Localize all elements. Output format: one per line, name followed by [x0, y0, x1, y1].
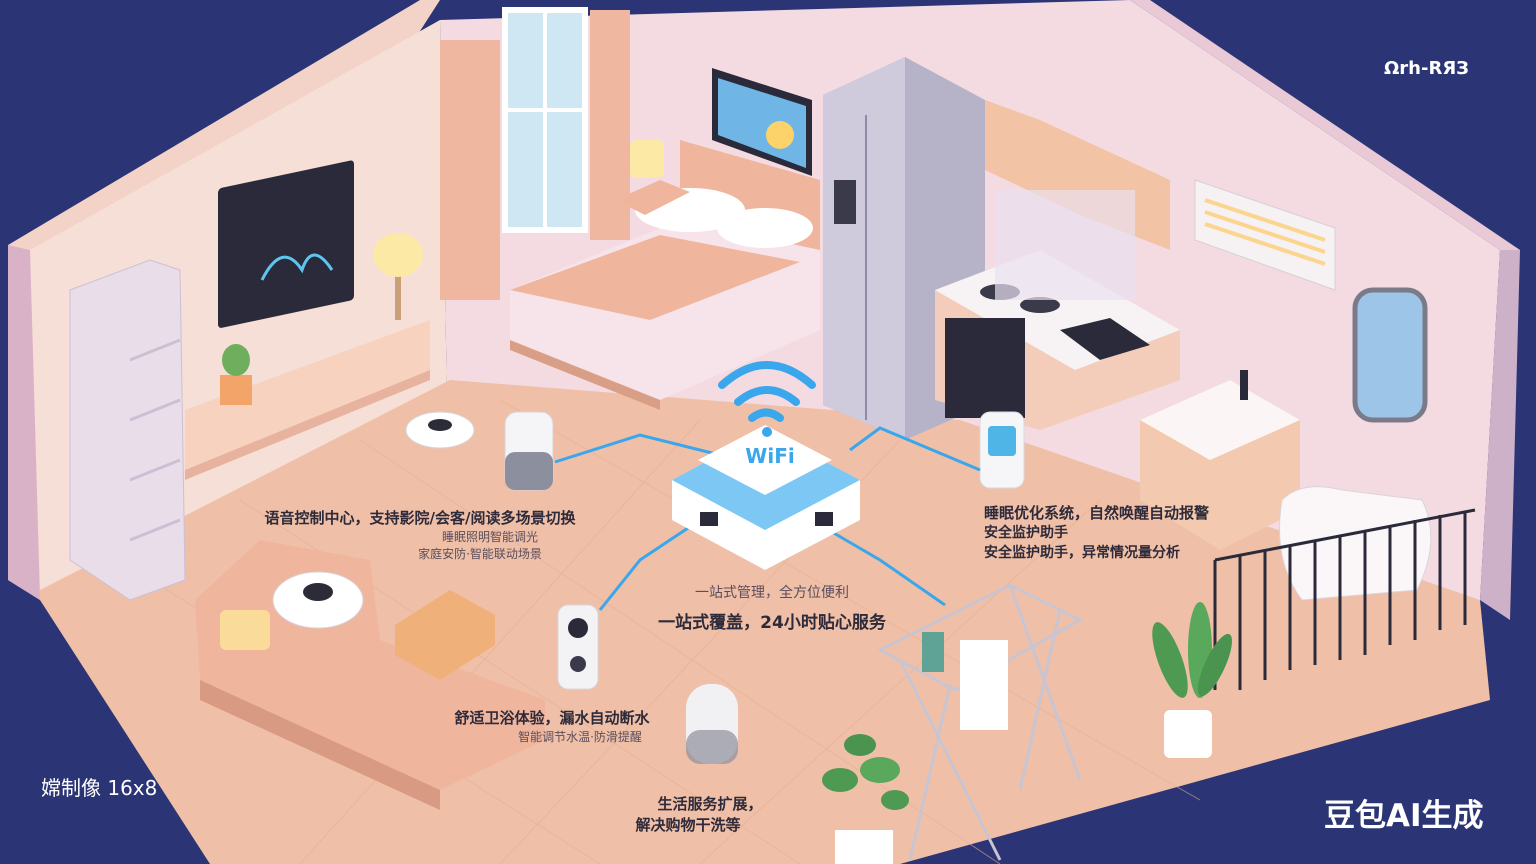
- living-room-feature: 语音控制中心，支持影院/会客/阅读多场景切换: [264, 509, 576, 527]
- plant-balcony: [1152, 602, 1232, 758]
- kitchen-tiles: [995, 190, 1135, 300]
- bathroom-sub: 智能调节水温·防滑提醒: [518, 730, 642, 744]
- wifi-icon: [718, 361, 816, 422]
- curtain-right: [590, 10, 630, 240]
- bedroom-feature: 睡眠优化系统，自然唤醒自动报警: [984, 504, 1210, 522]
- wifi-label: WiFi: [745, 444, 794, 468]
- cloth-green: [922, 632, 944, 672]
- tv: [218, 160, 354, 328]
- right-wall-edge: [1480, 250, 1520, 620]
- brand-watermark: 豆包AI生成: [1324, 798, 1484, 834]
- coffee-table: [395, 590, 495, 680]
- nightstand-lamp: [630, 140, 664, 178]
- bookshelf: [69, 259, 186, 601]
- lamp-shade: [373, 233, 423, 277]
- left-wall-edge: [8, 245, 40, 600]
- mirror: [1352, 287, 1428, 423]
- balcony-railing: [1213, 508, 1476, 690]
- drying-rack: [876, 583, 1084, 861]
- curtain-left: [440, 40, 500, 300]
- service-sub: 解决购物干洗等: [635, 816, 741, 834]
- plant-floor: [822, 734, 909, 864]
- connection-lines: [554, 426, 981, 611]
- tv-cabinet: [185, 320, 430, 470]
- towel: [960, 640, 1008, 730]
- bedroom-sub-1: 安全监护助手: [984, 525, 1068, 541]
- top-watermark: Ωrh-RЯЗ: [1384, 58, 1469, 79]
- corner-label: 嫦制像 16x8: [41, 776, 158, 800]
- service-feature: 生活服务扩展，: [657, 795, 763, 813]
- living-room-sub-2: 家庭安防·智能联动场景: [418, 547, 542, 561]
- bedroom-sub-2: 安全监护助手，异常情况量分析: [984, 545, 1180, 561]
- right-wall-top-edge: [1130, 0, 1520, 250]
- bathtub: [1279, 486, 1432, 601]
- oven: [945, 318, 1025, 418]
- plant-tv: [220, 344, 252, 405]
- tv-screen-graphic: [260, 253, 334, 281]
- bathroom-feature: 舒适卫浴体验，漏水自动断水: [454, 709, 650, 727]
- center-feature-2: 一站式覆盖，24小时贴心服务: [658, 613, 886, 633]
- living-room-sub-1: 睡眠照明智能调光: [441, 530, 539, 544]
- center-feature-1: 一站式管理，全方位便利: [695, 585, 849, 601]
- induction-cooker: [1060, 318, 1150, 360]
- wifi-hub: [672, 425, 860, 570]
- doorbell-camera: [557, 604, 599, 690]
